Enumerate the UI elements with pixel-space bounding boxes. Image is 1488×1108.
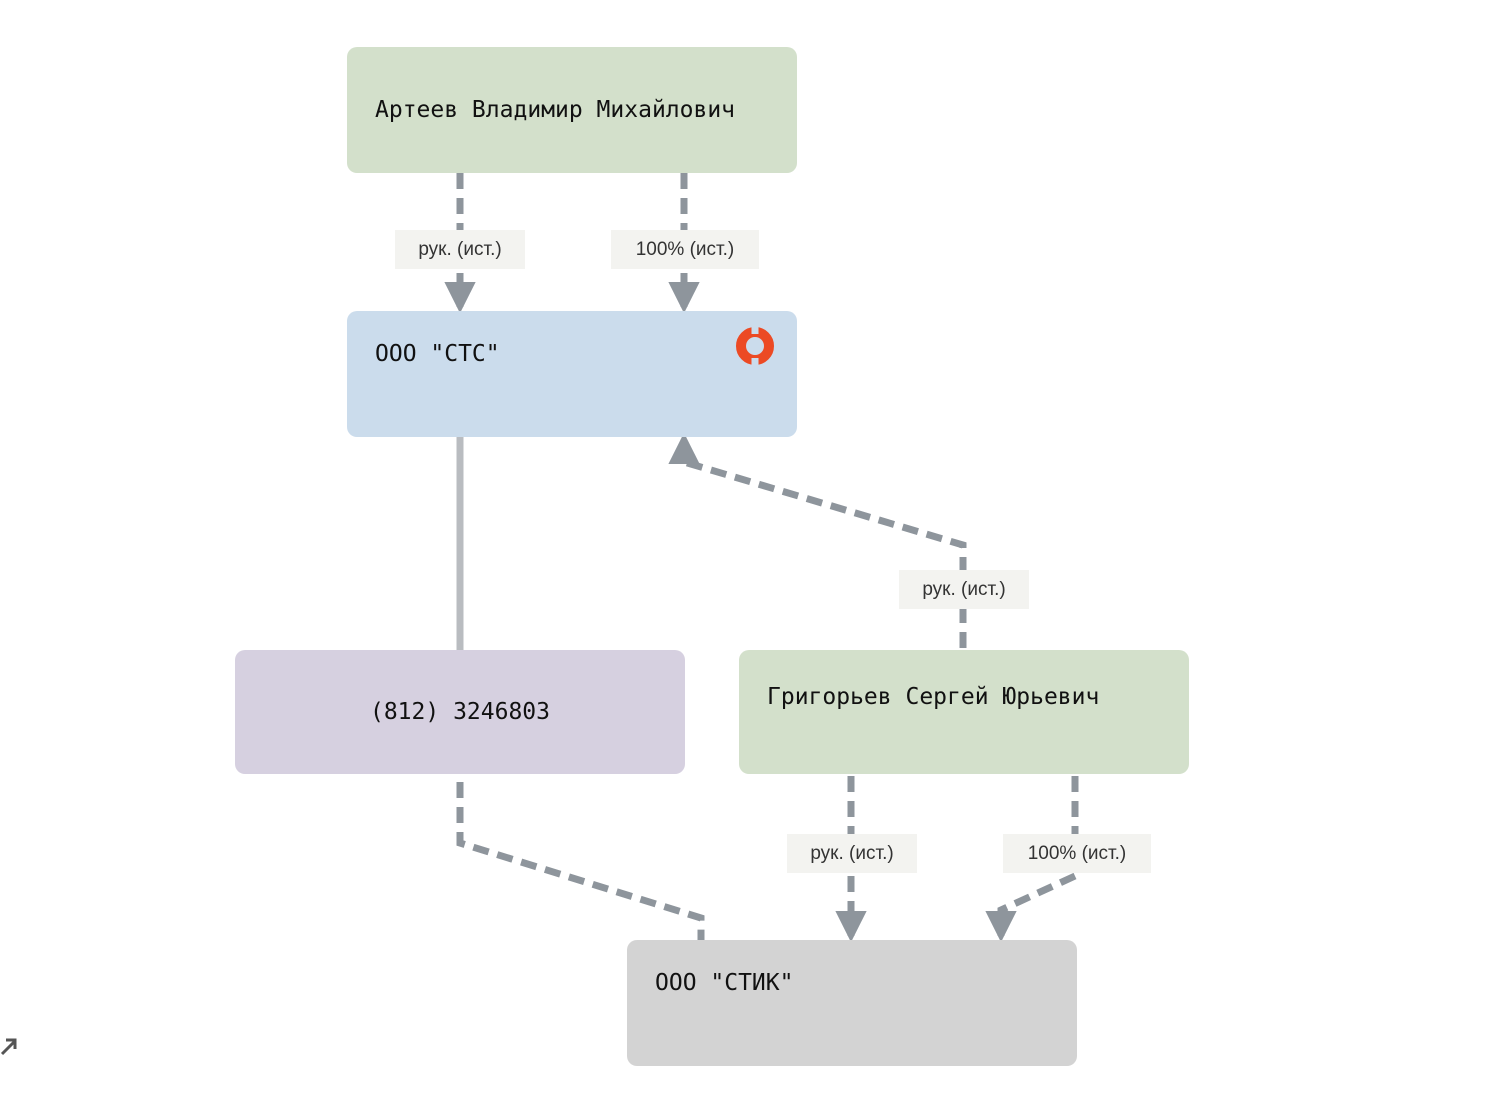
edge-phone-stik[interactable] xyxy=(456,782,705,940)
edge-label-arteev-sts-share: 100% (ист.) xyxy=(611,230,759,269)
node-sts[interactable]: ООО "СТС" xyxy=(347,311,797,437)
node-grigoriev[interactable]: Григорьев Сергей Юрьевич xyxy=(739,650,1189,774)
node-stik[interactable]: ООО "СТИК" xyxy=(627,940,1077,1066)
edge-label-grigoriev-stik-share: 100% (ист.) xyxy=(1003,834,1151,873)
ring-logo-icon xyxy=(736,325,774,367)
node-phone[interactable]: (812) 3246803 xyxy=(235,650,685,774)
edge-grigoriev-stik-share[interactable] xyxy=(985,776,1079,943)
node-phone-label: (812) 3246803 xyxy=(369,699,550,725)
node-arteev-label: Артеев Владимир Михайлович xyxy=(375,97,736,123)
node-stik-label: ООО "СТИК" xyxy=(655,970,794,996)
external-link-icon[interactable] xyxy=(0,1034,18,1056)
edge-label-grigoriev-sts-ruk: рук. (ист.) xyxy=(899,570,1029,609)
node-grigoriev-label: Григорьев Сергей Юрьевич xyxy=(767,684,1100,710)
node-sts-label: ООО "СТС" xyxy=(375,341,500,367)
edge-label-arteev-sts-ruk: рук. (ист.) xyxy=(395,230,525,269)
edge-grigoriev-sts-ruk[interactable] xyxy=(668,432,967,648)
node-arteev[interactable]: Артеев Владимир Михайлович xyxy=(347,47,797,173)
edge-label-grigoriev-stik-ruk: рук. (ист.) xyxy=(787,834,917,873)
